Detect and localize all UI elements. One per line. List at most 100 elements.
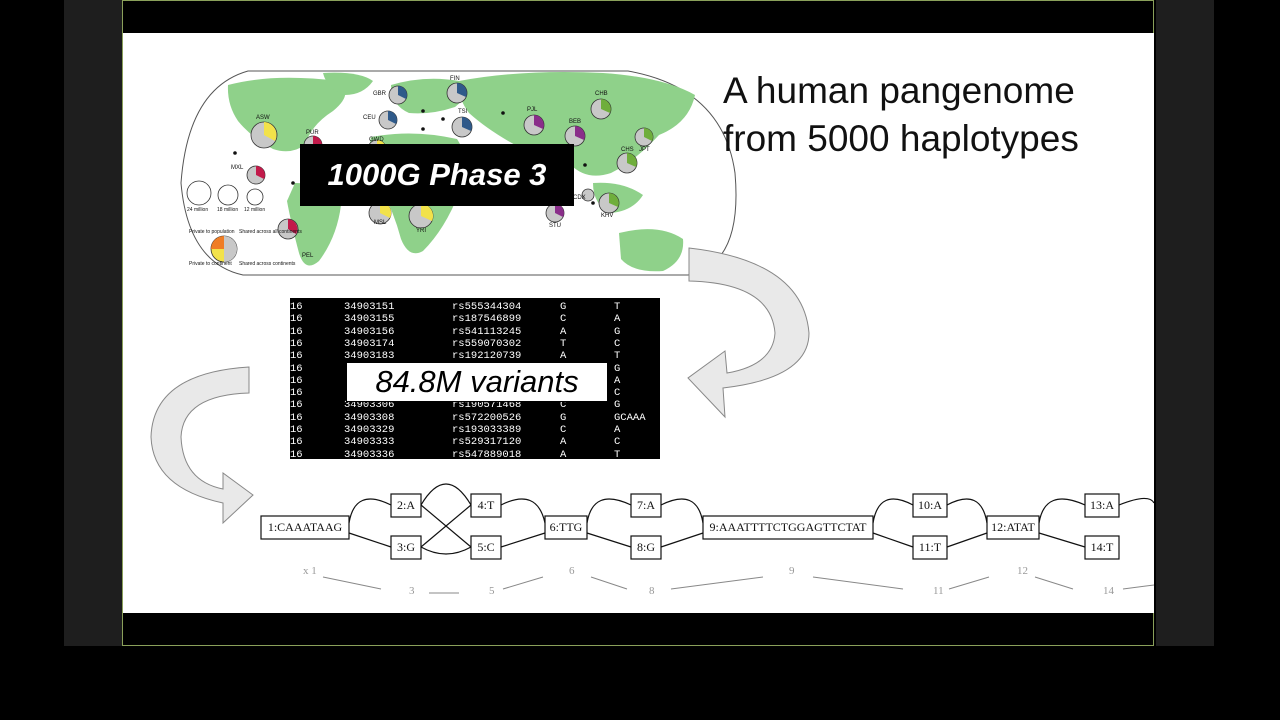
edge-4-6 (500, 498, 546, 524)
vcf-cell: rs529317120 (452, 436, 522, 449)
vcf-cell: 34903333 (344, 436, 395, 449)
vcf-cell: rs572200526 (452, 411, 522, 424)
vcf-row: 16 C (290, 387, 660, 399)
vcf-cell: T (614, 350, 621, 363)
pop-label: BEB (569, 119, 582, 125)
vcf-cell: A (560, 325, 567, 338)
variants-count-label: 84.8M variants (346, 362, 608, 402)
vcf-cell: 34903151 (344, 301, 395, 313)
edge-13-out (1118, 497, 1154, 506)
edge-3-4 (420, 504, 472, 548)
vcf-cell: 16 (290, 424, 303, 436)
graph-node-14: 14:T (1090, 540, 1114, 554)
vcf-cell: A (614, 424, 621, 436)
pop-label: TSI (458, 109, 468, 115)
edge-6-8 (586, 532, 632, 548)
greenland-shape (323, 72, 373, 95)
flow-arrows (150, 247, 810, 525)
node-7-box (630, 493, 662, 518)
edge-11-12 (946, 532, 988, 548)
pop-label: YRI (416, 228, 427, 234)
pop-label: CHS (621, 147, 634, 153)
graph-node-13: 13:A (1090, 498, 1114, 512)
edge-10-12 (946, 498, 988, 524)
vcf-cell: A (614, 374, 621, 387)
path-label: 6 (569, 565, 575, 577)
pop-label: CEU (363, 115, 376, 121)
left-letterbox (64, 0, 122, 646)
vcf-cell: C (560, 399, 567, 412)
node-14-box (1084, 535, 1120, 560)
node-12-box (986, 515, 1040, 540)
graph-node-8: 8:G (637, 540, 655, 554)
vcf-cell: 16 (290, 325, 303, 338)
vcf-cell: G (560, 301, 567, 313)
vcf-cell: T (614, 448, 621, 459)
pop-label: MXL (231, 165, 244, 171)
pop-label: CHB (595, 91, 608, 97)
europe-shape (391, 78, 465, 114)
edge-9-10 (872, 498, 914, 524)
pop-label: GBR (373, 91, 387, 97)
vcf-cell: 34903156 (344, 325, 395, 338)
vcf-cell: A (614, 313, 621, 326)
graph-node-7: 7:A (637, 498, 655, 512)
vcf-cell: C (614, 387, 621, 400)
vcf-cell: T (614, 301, 621, 313)
path-label: 9 (789, 565, 795, 577)
edge-6-7 (586, 498, 632, 524)
vcf-cell: 34903155 (344, 313, 395, 326)
pop-label: PUR (306, 130, 319, 136)
vcf-cell: A (560, 350, 567, 363)
vcf-cell: rs187546899 (452, 313, 522, 326)
title-line-2: from 5000 haplotypes (723, 118, 1079, 159)
vcf-cell: 34903329 (344, 424, 395, 436)
edge-5-6 (500, 532, 546, 548)
pop-label: KHV (601, 213, 614, 219)
asia-shape (458, 72, 695, 176)
pop-label: FIN (450, 76, 460, 82)
arrow-map-to-vcf (687, 247, 810, 419)
vcf-cell: rs541113245 (452, 325, 522, 338)
vcf-cell: 16 (290, 399, 303, 412)
map-legend (186, 180, 264, 263)
legend-size-label: 12 million (244, 207, 266, 213)
vcf-cell: G (614, 399, 621, 412)
vcf-cell: A (560, 436, 567, 449)
node-1-box (260, 515, 350, 540)
graph-node-4: 4:T (477, 498, 495, 512)
legend-size-label: 24 million (187, 207, 209, 213)
variation-graph (260, 483, 1154, 594)
australia-shape (619, 229, 684, 272)
vcf-cell: rs192120739 (452, 350, 522, 363)
node-10-box (912, 493, 948, 518)
vcf-cell: A (560, 448, 567, 459)
node-13-box (1084, 493, 1120, 518)
pop-label: ASW (256, 115, 270, 121)
node-6-box (544, 515, 588, 540)
node-8-box (630, 535, 662, 560)
vcf-cell: 16 (290, 448, 303, 459)
node-11-box (912, 535, 948, 560)
pop-label: PEL (302, 253, 314, 259)
vcf-cell: 16 (290, 374, 303, 387)
graph-node-12: 12:ATAT (991, 520, 1035, 534)
vcf-cell: rs193033389 (452, 424, 522, 436)
vcf-cell: 16 (290, 387, 303, 400)
legend-category-label: Shared across all continents (239, 229, 302, 235)
vcf-cell: C (614, 337, 621, 350)
path-label: 5 (489, 585, 495, 597)
pie-cdx (581, 188, 595, 202)
pop-label: PJL (527, 107, 538, 113)
node-9-box (702, 515, 874, 540)
vcf-cell: C (614, 436, 621, 449)
edge-9-11 (872, 532, 914, 548)
title-line-1: A human pangenome (723, 70, 1075, 111)
